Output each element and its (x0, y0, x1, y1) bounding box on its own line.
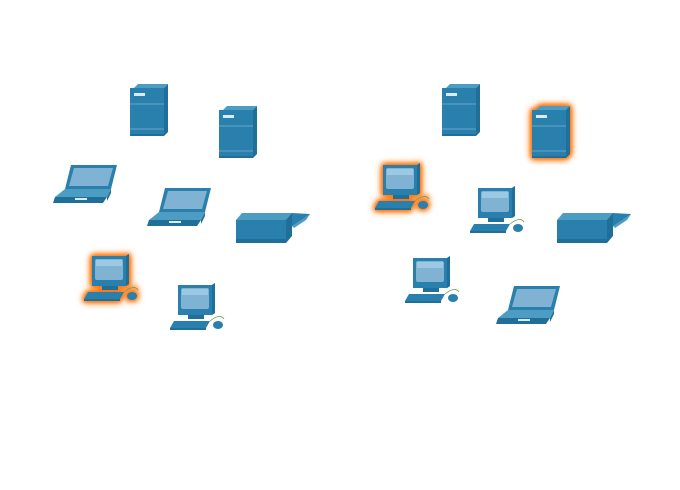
laptop-icon (53, 163, 119, 207)
laptop-node (53, 163, 119, 207)
laptop-icon (147, 186, 213, 230)
desktop-pc-node (375, 163, 433, 211)
desktop-pc-icon (170, 283, 228, 331)
server-node (218, 106, 258, 162)
printer-node (555, 212, 633, 246)
server-node (129, 84, 169, 140)
server-icon (441, 84, 481, 140)
server-icon (129, 84, 169, 140)
server-icon (218, 106, 258, 162)
laptop-icon (496, 284, 562, 328)
desktop-pc-node (84, 254, 142, 302)
server-icon (531, 106, 571, 162)
desktop-pc-node (470, 186, 528, 234)
desktop-pc-node (170, 283, 228, 331)
desktop-pc-icon (375, 163, 433, 211)
printer-icon (555, 212, 633, 246)
laptop-node (147, 186, 213, 230)
desktop-pc-icon (405, 256, 463, 304)
laptop-node (496, 284, 562, 328)
desktop-pc-icon (84, 254, 142, 302)
server-node (441, 84, 481, 140)
printer-icon (234, 212, 312, 246)
printer-node (234, 212, 312, 246)
desktop-pc-icon (470, 186, 528, 234)
desktop-pc-node (405, 256, 463, 304)
server-node (531, 106, 571, 162)
